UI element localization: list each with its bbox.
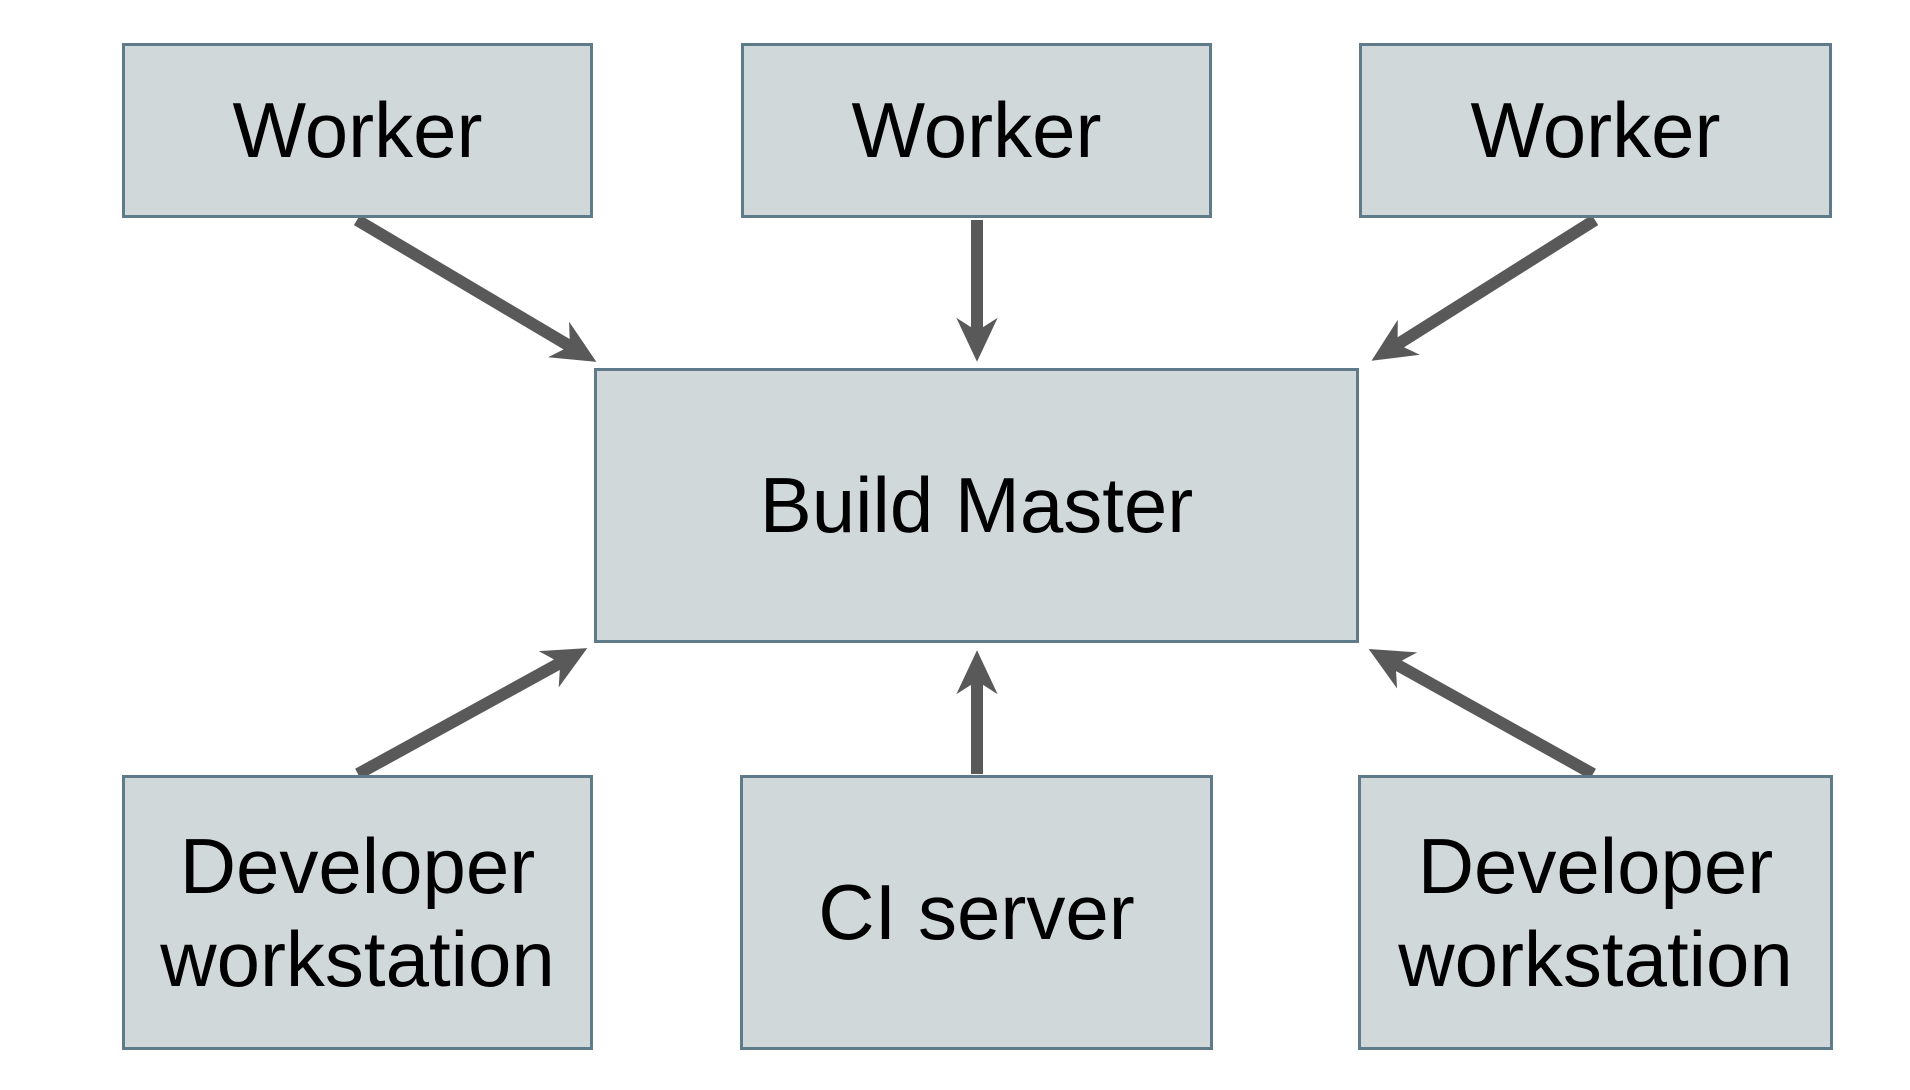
node-label-worker-1: Worker: [232, 86, 483, 175]
edge-worker-3-to-build-master: [1371, 214, 1599, 361]
node-label-build-master: Build Master: [759, 461, 1194, 550]
node-worker-2: Worker: [741, 43, 1212, 218]
edge-worker-1-to-build-master: [353, 214, 597, 362]
node-worker-1: Worker: [122, 43, 593, 218]
node-build-master: Build Master: [594, 368, 1359, 643]
edge-developer-workstation-left-to-build-master: [355, 648, 588, 780]
edge-developer-workstation-right-to-build-master: [1368, 649, 1596, 780]
node-label-developer-workstation-left: Developer workstation: [160, 822, 555, 1003]
node-label-worker-2: Worker: [851, 86, 1102, 175]
node-developer-workstation-right: Developer workstation: [1358, 775, 1833, 1050]
node-worker-3: Worker: [1359, 43, 1832, 218]
node-developer-workstation-left: Developer workstation: [122, 775, 593, 1050]
node-label-ci-server: CI server: [818, 868, 1135, 957]
node-label-worker-3: Worker: [1470, 86, 1721, 175]
node-ci-server: CI server: [740, 775, 1213, 1050]
node-label-developer-workstation-right: Developer workstation: [1398, 822, 1793, 1003]
